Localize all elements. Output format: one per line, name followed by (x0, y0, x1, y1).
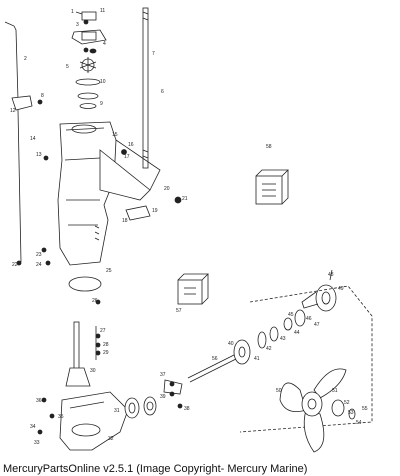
part-label-31: 31 (114, 408, 120, 414)
part-label-17: 17 (124, 154, 130, 160)
part-label-7: 7 (152, 51, 155, 57)
part-label-45: 45 (288, 312, 294, 318)
part-label-6: 6 (161, 89, 164, 95)
part-label-28: 28 (103, 342, 109, 348)
part-label-48: 48 (328, 272, 334, 278)
part-label-49: 49 (338, 286, 344, 292)
exploded-parts-diagram: 1 2 3 4 5 6 7 8 9 10 11 12 13 14 15 16 1… (4, 7, 373, 453)
part-label-46: 46 (306, 316, 312, 322)
part-label-27: 27 (100, 328, 106, 334)
part-label-18: 18 (122, 218, 128, 224)
part-label-56: 56 (212, 356, 218, 362)
part-label-24: 24 (36, 262, 42, 268)
part-number-labels: 1 2 3 4 5 6 7 8 9 10 11 12 13 14 15 16 1… (10, 8, 368, 446)
part-label-38: 38 (184, 406, 190, 412)
part-label-23: 23 (36, 252, 42, 258)
part-label-20: 20 (164, 186, 170, 192)
part-label-5: 5 (66, 64, 69, 70)
part-label-42: 42 (266, 346, 272, 352)
part-label-33: 33 (34, 440, 40, 446)
copyright-footer: MercuryPartsOnline v2.5.1 (Image Copyrig… (3, 463, 308, 475)
part-label-55: 55 (362, 406, 368, 412)
anode-block (125, 205, 151, 221)
part-label-58: 58 (266, 144, 272, 150)
part-label-54: 54 (356, 420, 362, 426)
part-label-10: 10 (100, 79, 106, 85)
part-label-53: 53 (348, 410, 354, 416)
part-label-2: 2 (24, 56, 27, 62)
part-label-47: 47 (314, 322, 320, 328)
part-label-32: 32 (108, 436, 114, 442)
part-label-8: 8 (41, 93, 44, 99)
part-label-43: 43 (280, 336, 286, 342)
part-label-14: 14 (30, 136, 36, 142)
part-label-12: 12 (10, 108, 16, 114)
gear-housing (57, 121, 161, 266)
part-label-36: 36 (36, 398, 42, 404)
part-label-39: 39 (160, 394, 166, 400)
part-label-19: 19 (152, 208, 158, 214)
part-label-22: 22 (12, 262, 18, 268)
part-label-52: 52 (344, 400, 350, 406)
part-label-35: 35 (58, 414, 64, 420)
part-label-34: 34 (30, 424, 36, 430)
part-label-40: 40 (228, 341, 234, 347)
part-label-37: 37 (160, 372, 166, 378)
part-label-9: 9 (100, 101, 103, 107)
part-label-30: 30 (90, 368, 96, 374)
part-label-41: 41 (254, 356, 260, 362)
lower-gear-housing (59, 391, 129, 451)
propeller-shaft (187, 309, 306, 383)
part-label-11: 11 (100, 8, 105, 14)
part-label-16: 16 (128, 142, 134, 148)
bearing-assembly (124, 379, 183, 419)
o-ring (68, 276, 102, 292)
propeller-callout-box (239, 285, 373, 433)
part-label-50: 50 (276, 388, 282, 394)
water-pump-assembly (71, 11, 107, 109)
part-label-4: 4 (103, 41, 106, 47)
decal-57 (177, 273, 209, 305)
screws (37, 19, 183, 435)
decal-58 (255, 169, 289, 205)
shift-rod (4, 21, 33, 266)
part-label-13: 13 (36, 152, 42, 158)
drive-shaft (142, 7, 149, 169)
bolt-icon (174, 196, 182, 204)
part-label-25: 25 (106, 268, 112, 274)
part-label-29: 29 (103, 350, 109, 356)
propeller-shaft-vertical (65, 321, 97, 387)
part-label-51: 51 (332, 388, 338, 394)
part-label-57: 57 (176, 308, 182, 314)
part-label-15: 15 (112, 132, 118, 138)
part-label-1: 1 (71, 9, 74, 15)
part-label-3: 3 (76, 22, 79, 28)
part-label-44: 44 (294, 330, 300, 336)
part-label-26: 26 (92, 298, 98, 304)
propeller (279, 368, 356, 453)
bearing-carrier (301, 269, 337, 312)
part-label-21: 21 (182, 196, 188, 202)
